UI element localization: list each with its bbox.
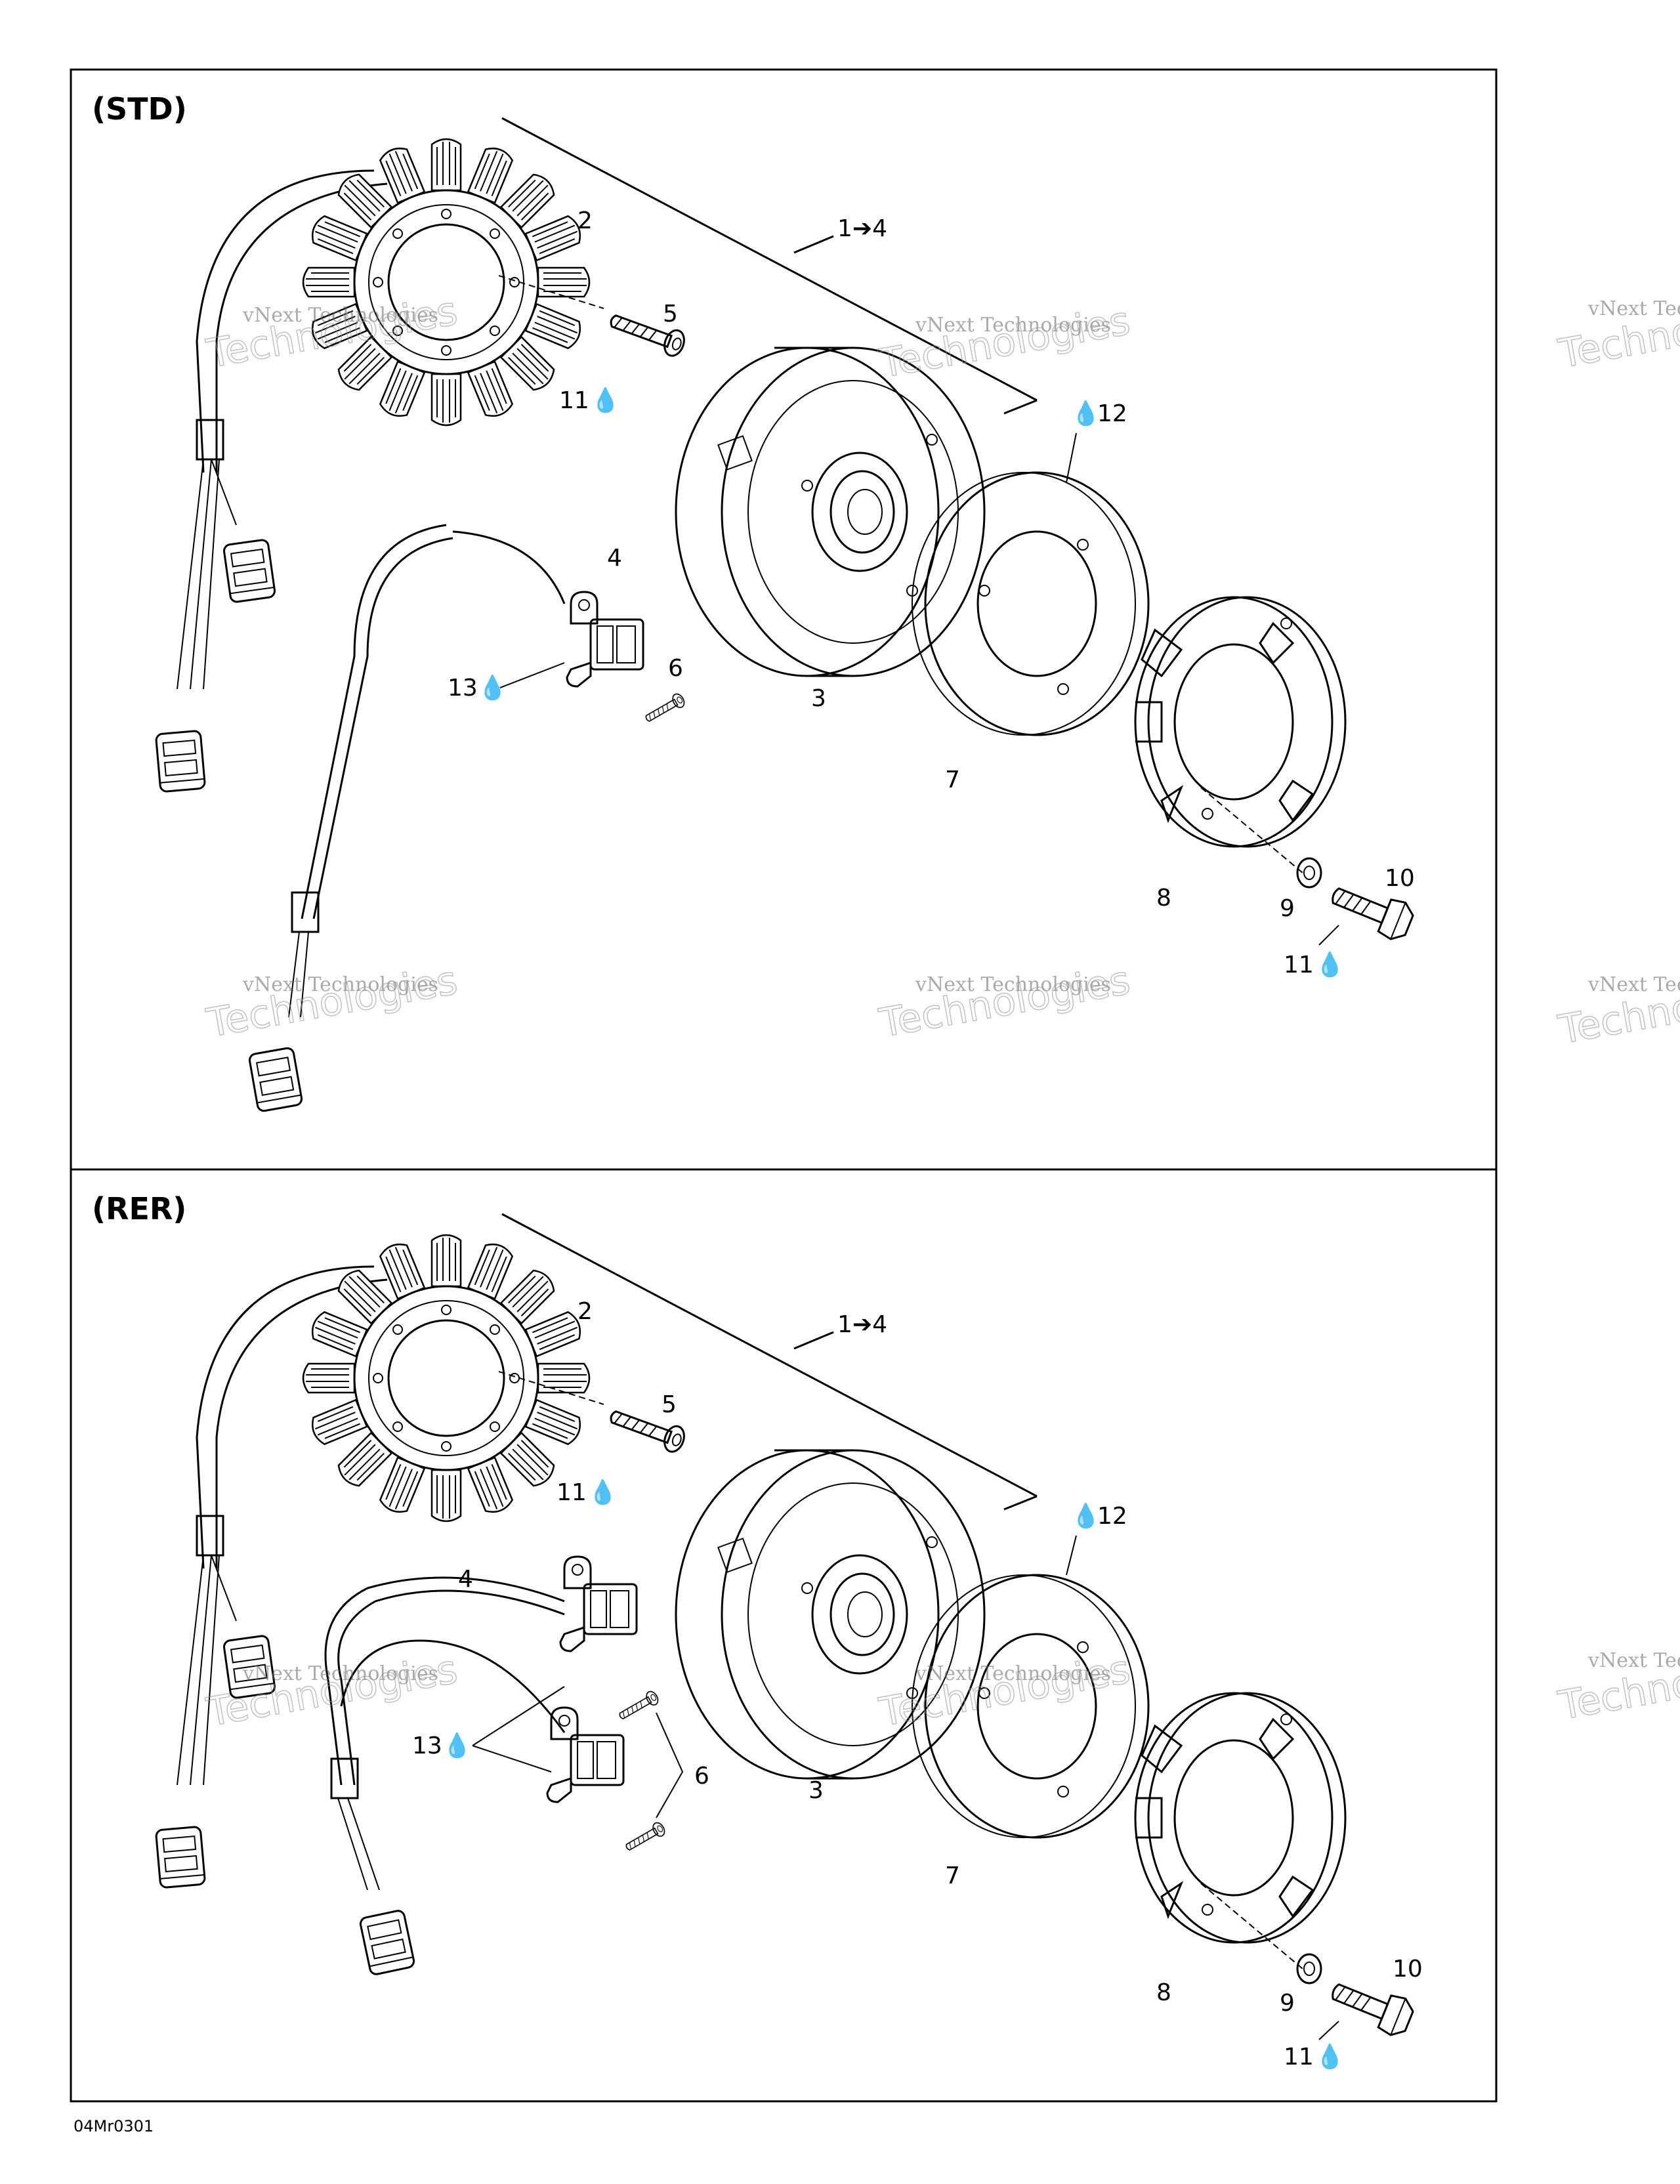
callout-stator: 2 [578, 1298, 593, 1325]
drop-icon: 💧 [442, 1732, 472, 1759]
stator [303, 139, 589, 425]
figure-reference: 04Mr0301 [74, 2117, 154, 2135]
section-frame [70, 1168, 1498, 2103]
watermark: Technologies [875, 298, 1133, 387]
stator-harness [196, 169, 375, 473]
section-rer: (RER) 1➔4 2 5 11 💧 3 💧 12 7 8 9 10 11 [70, 1168, 1498, 2103]
callout-grease: 12 [1097, 400, 1127, 427]
coupling-ring [911, 471, 1150, 736]
sensor-connector [247, 1046, 304, 1113]
callout-ring: 7 [945, 1862, 960, 1889]
callout-loctite-sensor: 13 [412, 1732, 442, 1759]
rotor [675, 346, 986, 677]
drop-icon: 💧 [588, 1479, 618, 1506]
callout-gear: 8 [1156, 1979, 1171, 2006]
callout-loctite-b: 11 [1284, 952, 1314, 978]
callout-stator: 2 [578, 207, 593, 234]
callout-gear: 8 [1156, 885, 1171, 912]
watermarks: vNext Technologies Technologies vNext Te… [203, 287, 1680, 1736]
sensor-screw-b [622, 1820, 667, 1855]
watermark: vNext Technologies [1587, 973, 1680, 996]
kit-bracket [501, 1213, 1038, 1498]
stator-connector-a [222, 538, 277, 604]
callout-sensor: 4 [458, 1566, 473, 1593]
watermark: Technologies [203, 288, 461, 377]
callout-washer: 9 [1280, 895, 1295, 922]
callout-loctite-a: 11 [559, 387, 589, 414]
drop-icon: 💧 [1071, 1502, 1101, 1530]
watermark: vNext Technologies [915, 314, 1111, 337]
callout-sensor: 4 [607, 545, 622, 572]
starter-gear [1134, 1692, 1347, 1944]
callout-bolt: 10 [1385, 865, 1415, 892]
callout-sensor-screw: 6 [694, 1763, 709, 1790]
pickup-sensor-a [559, 1555, 638, 1652]
callout-rotor: 3 [808, 1777, 824, 1804]
callout-bolt: 10 [1393, 1956, 1423, 1983]
washer [1296, 1953, 1322, 1984]
sensor-screw [642, 691, 687, 726]
watermark: Technologies [875, 957, 1133, 1047]
drop-icon: 💧 [591, 387, 620, 414]
callout-sensor-screw: 6 [668, 655, 683, 682]
callout-washer: 9 [1280, 1990, 1295, 2017]
callout-kit: 1➔4 [837, 1311, 887, 1338]
watermark: vNext Technologies [915, 1662, 1111, 1685]
sensor-screw-a [616, 1689, 661, 1724]
watermark: Technologies [203, 957, 461, 1047]
starter-gear [1134, 596, 1347, 848]
watermark: vNext Technologies [242, 973, 438, 996]
pickup-sensor-b [546, 1706, 625, 1803]
sensor-harness [301, 524, 447, 919]
watermark: vNext Technologies [242, 304, 438, 327]
watermark: vNext Technologies [915, 973, 1111, 996]
callout-screw: 5 [662, 1391, 677, 1418]
section-title: (STD) [92, 91, 187, 127]
callout-ring: 7 [945, 766, 960, 793]
rotor [675, 1449, 986, 1780]
callout-screw: 5 [663, 301, 678, 327]
drop-icon: 💧 [1315, 2043, 1345, 2070]
sensor-harness [324, 1576, 565, 1786]
stator-connector-b [154, 729, 207, 793]
stator [303, 1235, 589, 1521]
callout-rotor: 3 [811, 685, 826, 712]
callout-loctite-a: 11 [556, 1479, 587, 1506]
sensor-connector [358, 1908, 416, 1977]
watermark: vNext Technologies [1587, 297, 1680, 320]
callout-loctite-sensor: 13 [448, 675, 478, 702]
watermark: vNext Technologies [242, 1662, 438, 1685]
drop-icon: 💧 [478, 674, 507, 702]
kit-bracket [501, 117, 1038, 402]
watermark: vNext Technologies [1587, 1649, 1680, 1672]
section-title: (RER) [92, 1191, 186, 1227]
callout-kit: 1➔4 [837, 215, 887, 242]
washer [1296, 857, 1322, 889]
watermark: Technologies [203, 1647, 461, 1736]
drop-icon: 💧 [1071, 400, 1101, 427]
pickup-sensor [566, 591, 644, 688]
callout-grease: 12 [1097, 1503, 1127, 1530]
stator-connector-b [154, 1825, 207, 1889]
stator-harness [196, 1265, 375, 1569]
callout-loctite-b: 11 [1284, 2044, 1314, 2070]
hex-bolt [1325, 1971, 1418, 2041]
drop-icon: 💧 [1315, 951, 1345, 978]
